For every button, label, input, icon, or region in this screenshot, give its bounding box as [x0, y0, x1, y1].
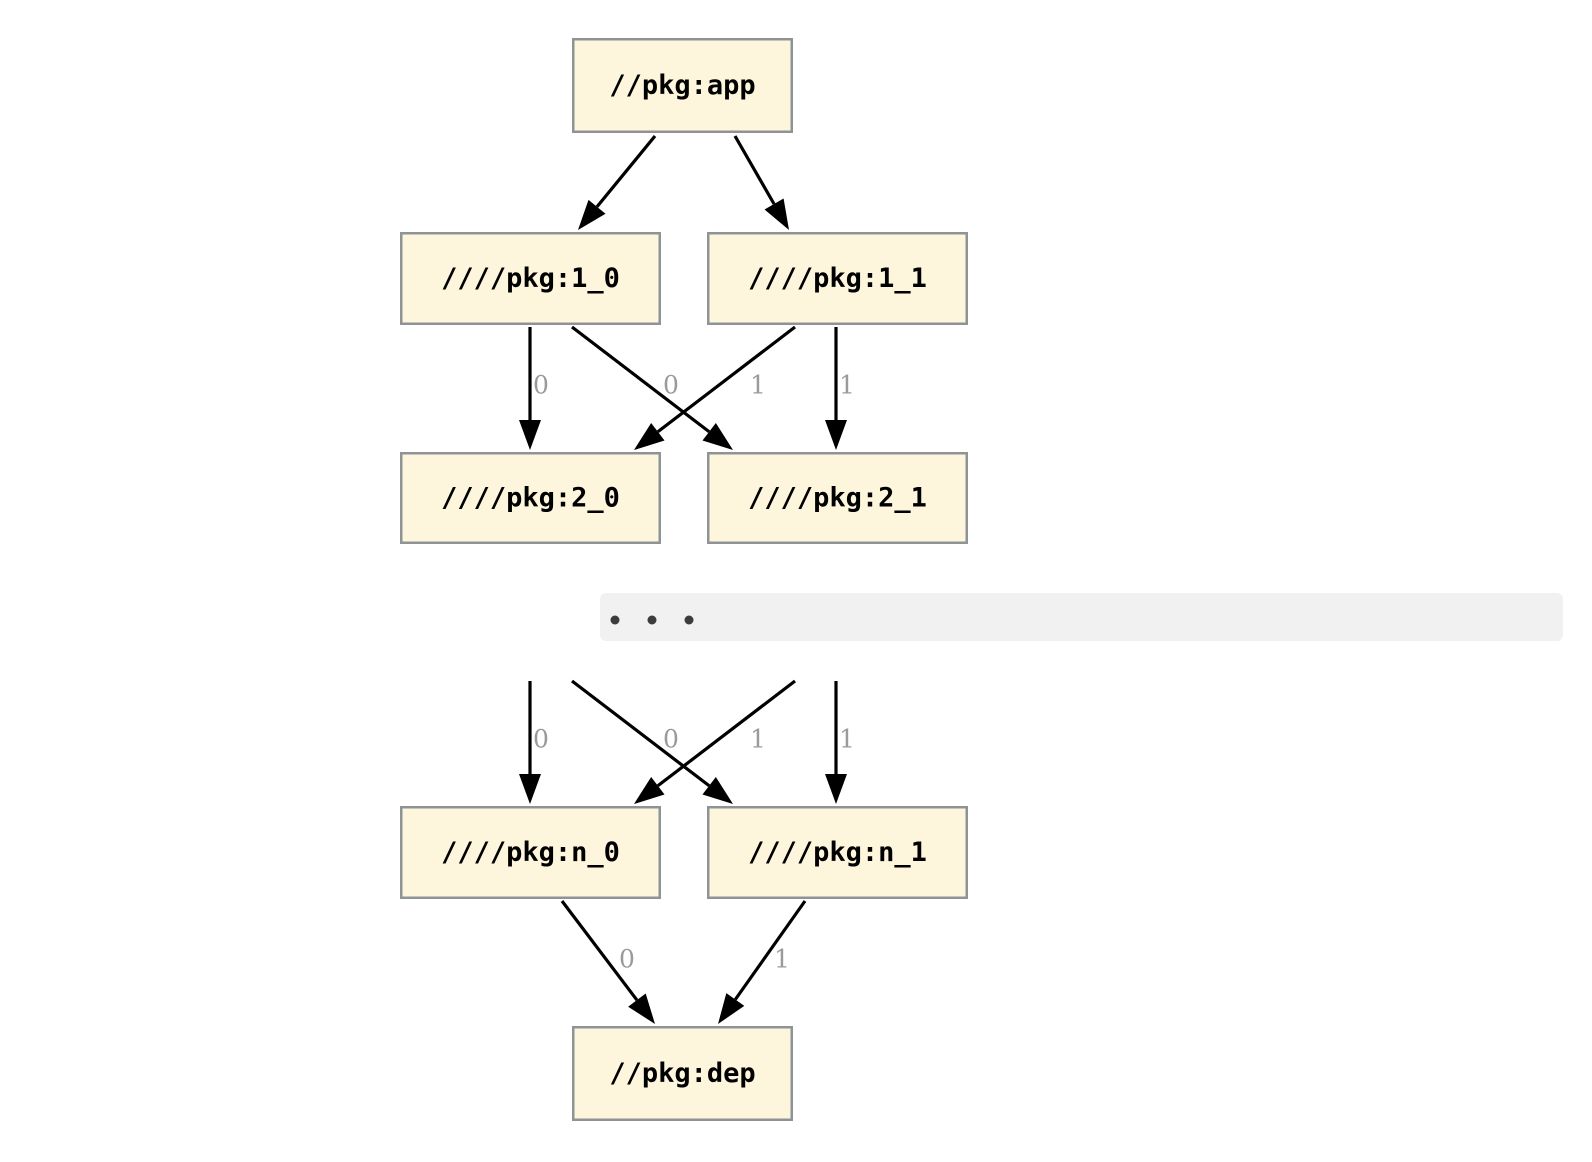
- node-box[interactable]: [400, 452, 661, 544]
- graph-edge: [578, 134, 657, 230]
- node-box[interactable]: [400, 232, 661, 325]
- node-box[interactable]: [707, 452, 968, 544]
- edge-label: 1: [839, 371, 855, 400]
- edge-label: 1: [750, 371, 766, 400]
- ellipsis-band: [600, 593, 1563, 641]
- edge-labels-layer: 0 1 0 1 0 1 0 1 0 1: [533, 371, 855, 974]
- graph-edge: [634, 679, 796, 804]
- edge-label: 0: [663, 725, 679, 754]
- graph-edge: [718, 900, 807, 1024]
- graph-node-app[interactable]: //pkg:app: [572, 38, 793, 133]
- graph-edge: [571, 325, 733, 450]
- graph-node-nn_1[interactable]: ////pkg:n_1: [707, 806, 968, 899]
- graph-node-n1_1[interactable]: ////pkg:1_1: [707, 232, 968, 325]
- node-label: ////pkg:n_1: [748, 837, 927, 868]
- graph-edge: [519, 681, 541, 804]
- graph-edge: [733, 135, 789, 230]
- edge-label: 0: [533, 371, 549, 400]
- graph-edge: [825, 681, 847, 804]
- graph-node-nn_0[interactable]: ////pkg:n_0: [400, 806, 661, 899]
- node-label: ////pkg:2_0: [441, 483, 620, 514]
- edge-label: 1: [839, 725, 855, 754]
- node-label: //pkg:dep: [609, 1058, 755, 1089]
- edge-label: 0: [533, 725, 549, 754]
- node-box[interactable]: [707, 806, 968, 899]
- ellipsis-dot: [684, 615, 694, 625]
- node-box[interactable]: [572, 1026, 793, 1121]
- node-label: ////pkg:2_1: [748, 483, 927, 514]
- graph-node-dep[interactable]: //pkg:dep: [572, 1026, 793, 1121]
- edge-label: 1: [774, 945, 790, 974]
- graph-node-n2_1[interactable]: ////pkg:2_1: [707, 452, 968, 544]
- node-box[interactable]: [400, 806, 661, 899]
- edges-layer: [519, 134, 847, 1024]
- node-box[interactable]: [707, 232, 968, 325]
- graph-edge: [519, 327, 541, 450]
- nodes-layer: //pkg:app ////pkg:1_0 ////pkg:1_1 ////pkg:2…: [400, 38, 968, 1121]
- graph-edge: [560, 900, 655, 1024]
- edge-label: 0: [619, 945, 635, 974]
- node-label: ////pkg:1_1: [748, 263, 927, 294]
- node-label: //pkg:app: [609, 70, 755, 101]
- graph-edge: [571, 679, 733, 804]
- edge-label: 0: [663, 371, 679, 400]
- graph-edge: [634, 325, 796, 450]
- ellipsis-dot: [610, 615, 620, 625]
- ellipsis-dot: [647, 615, 657, 625]
- graph-node-n1_0[interactable]: ////pkg:1_0: [400, 232, 661, 325]
- edge-label: 1: [750, 725, 766, 754]
- node-label: ////pkg:n_0: [441, 837, 620, 868]
- node-label: ////pkg:1_0: [441, 263, 620, 294]
- ellipsis-layer: [600, 593, 1563, 641]
- graph-edge: [825, 327, 847, 450]
- graph-node-n2_0[interactable]: ////pkg:2_0: [400, 452, 661, 544]
- node-box[interactable]: [572, 38, 793, 133]
